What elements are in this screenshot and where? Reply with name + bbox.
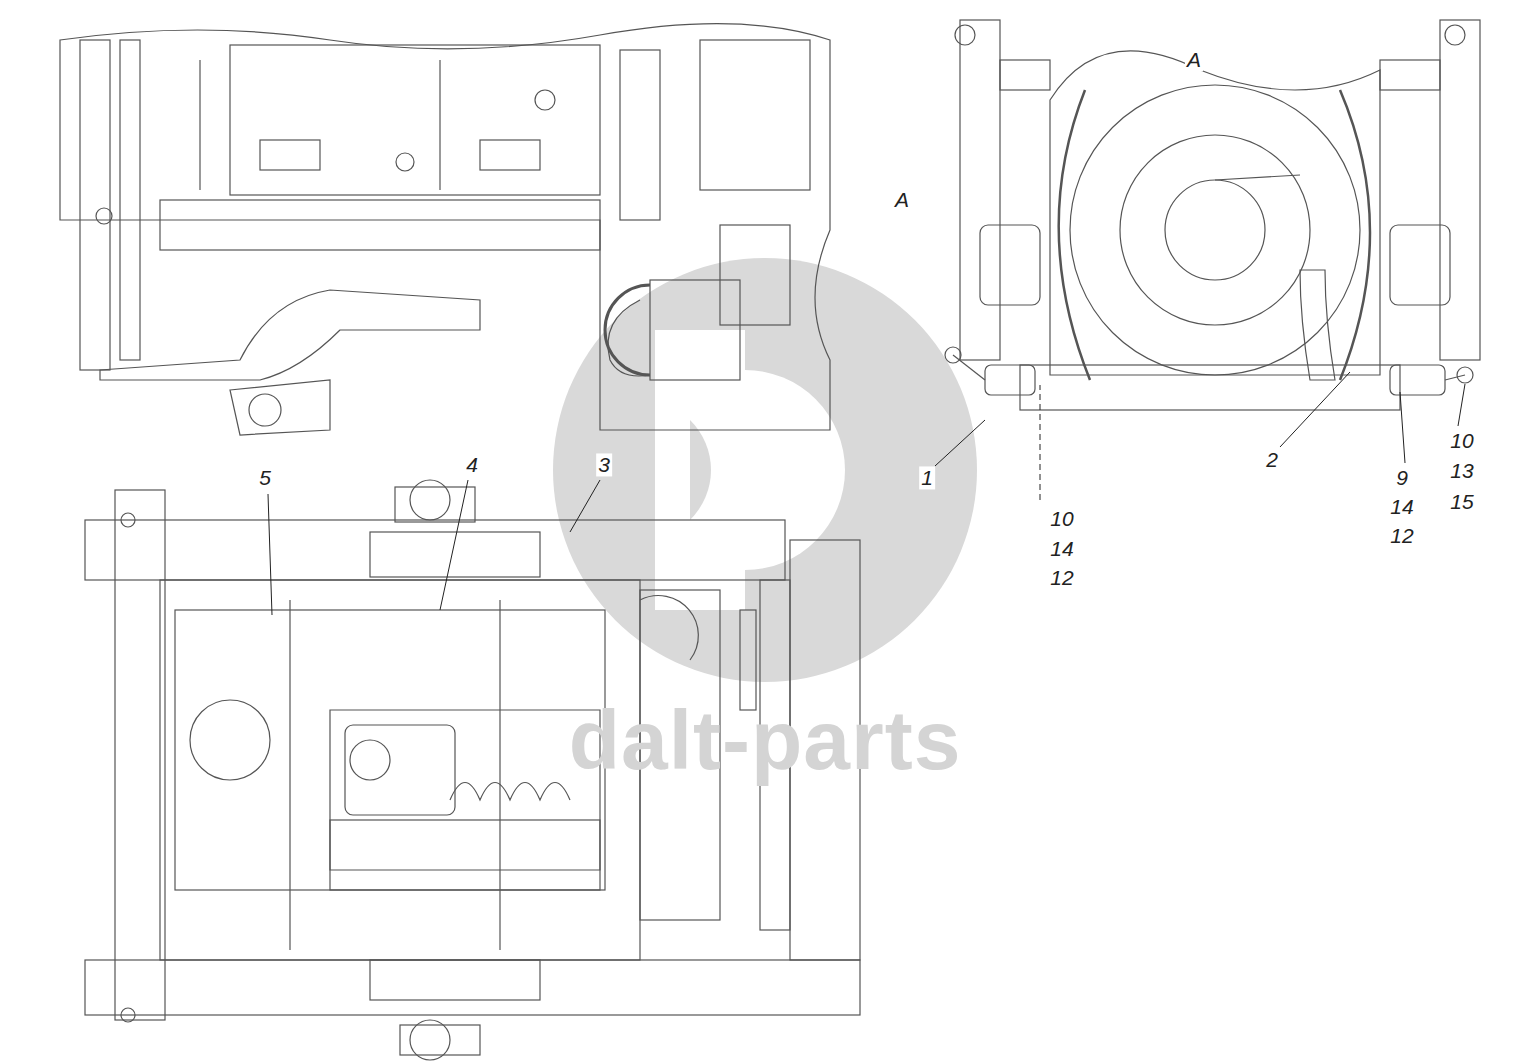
callout-number: 12 [1388,524,1415,547]
callout-number: 13 [1448,459,1475,482]
callout-number: 2 [1264,448,1280,471]
callout-number: 1 [919,466,935,489]
callout-number: 4 [464,453,480,476]
callout-number: 14 [1048,537,1075,560]
callout-number: 12 [1048,566,1075,589]
callout-number: A [893,188,911,211]
callout-number: 10 [1048,507,1075,530]
callout-number: 9 [1394,466,1410,489]
callout-number: A [1185,48,1203,71]
callout-number: 3 [596,453,612,476]
callout-number: 10 [1448,429,1475,452]
watermark: dalt-parts [567,694,964,786]
watermark-logo [553,258,977,682]
callout-number: 5 [257,466,273,489]
callout-number: 14 [1388,495,1415,518]
callout-number: 15 [1448,490,1475,513]
